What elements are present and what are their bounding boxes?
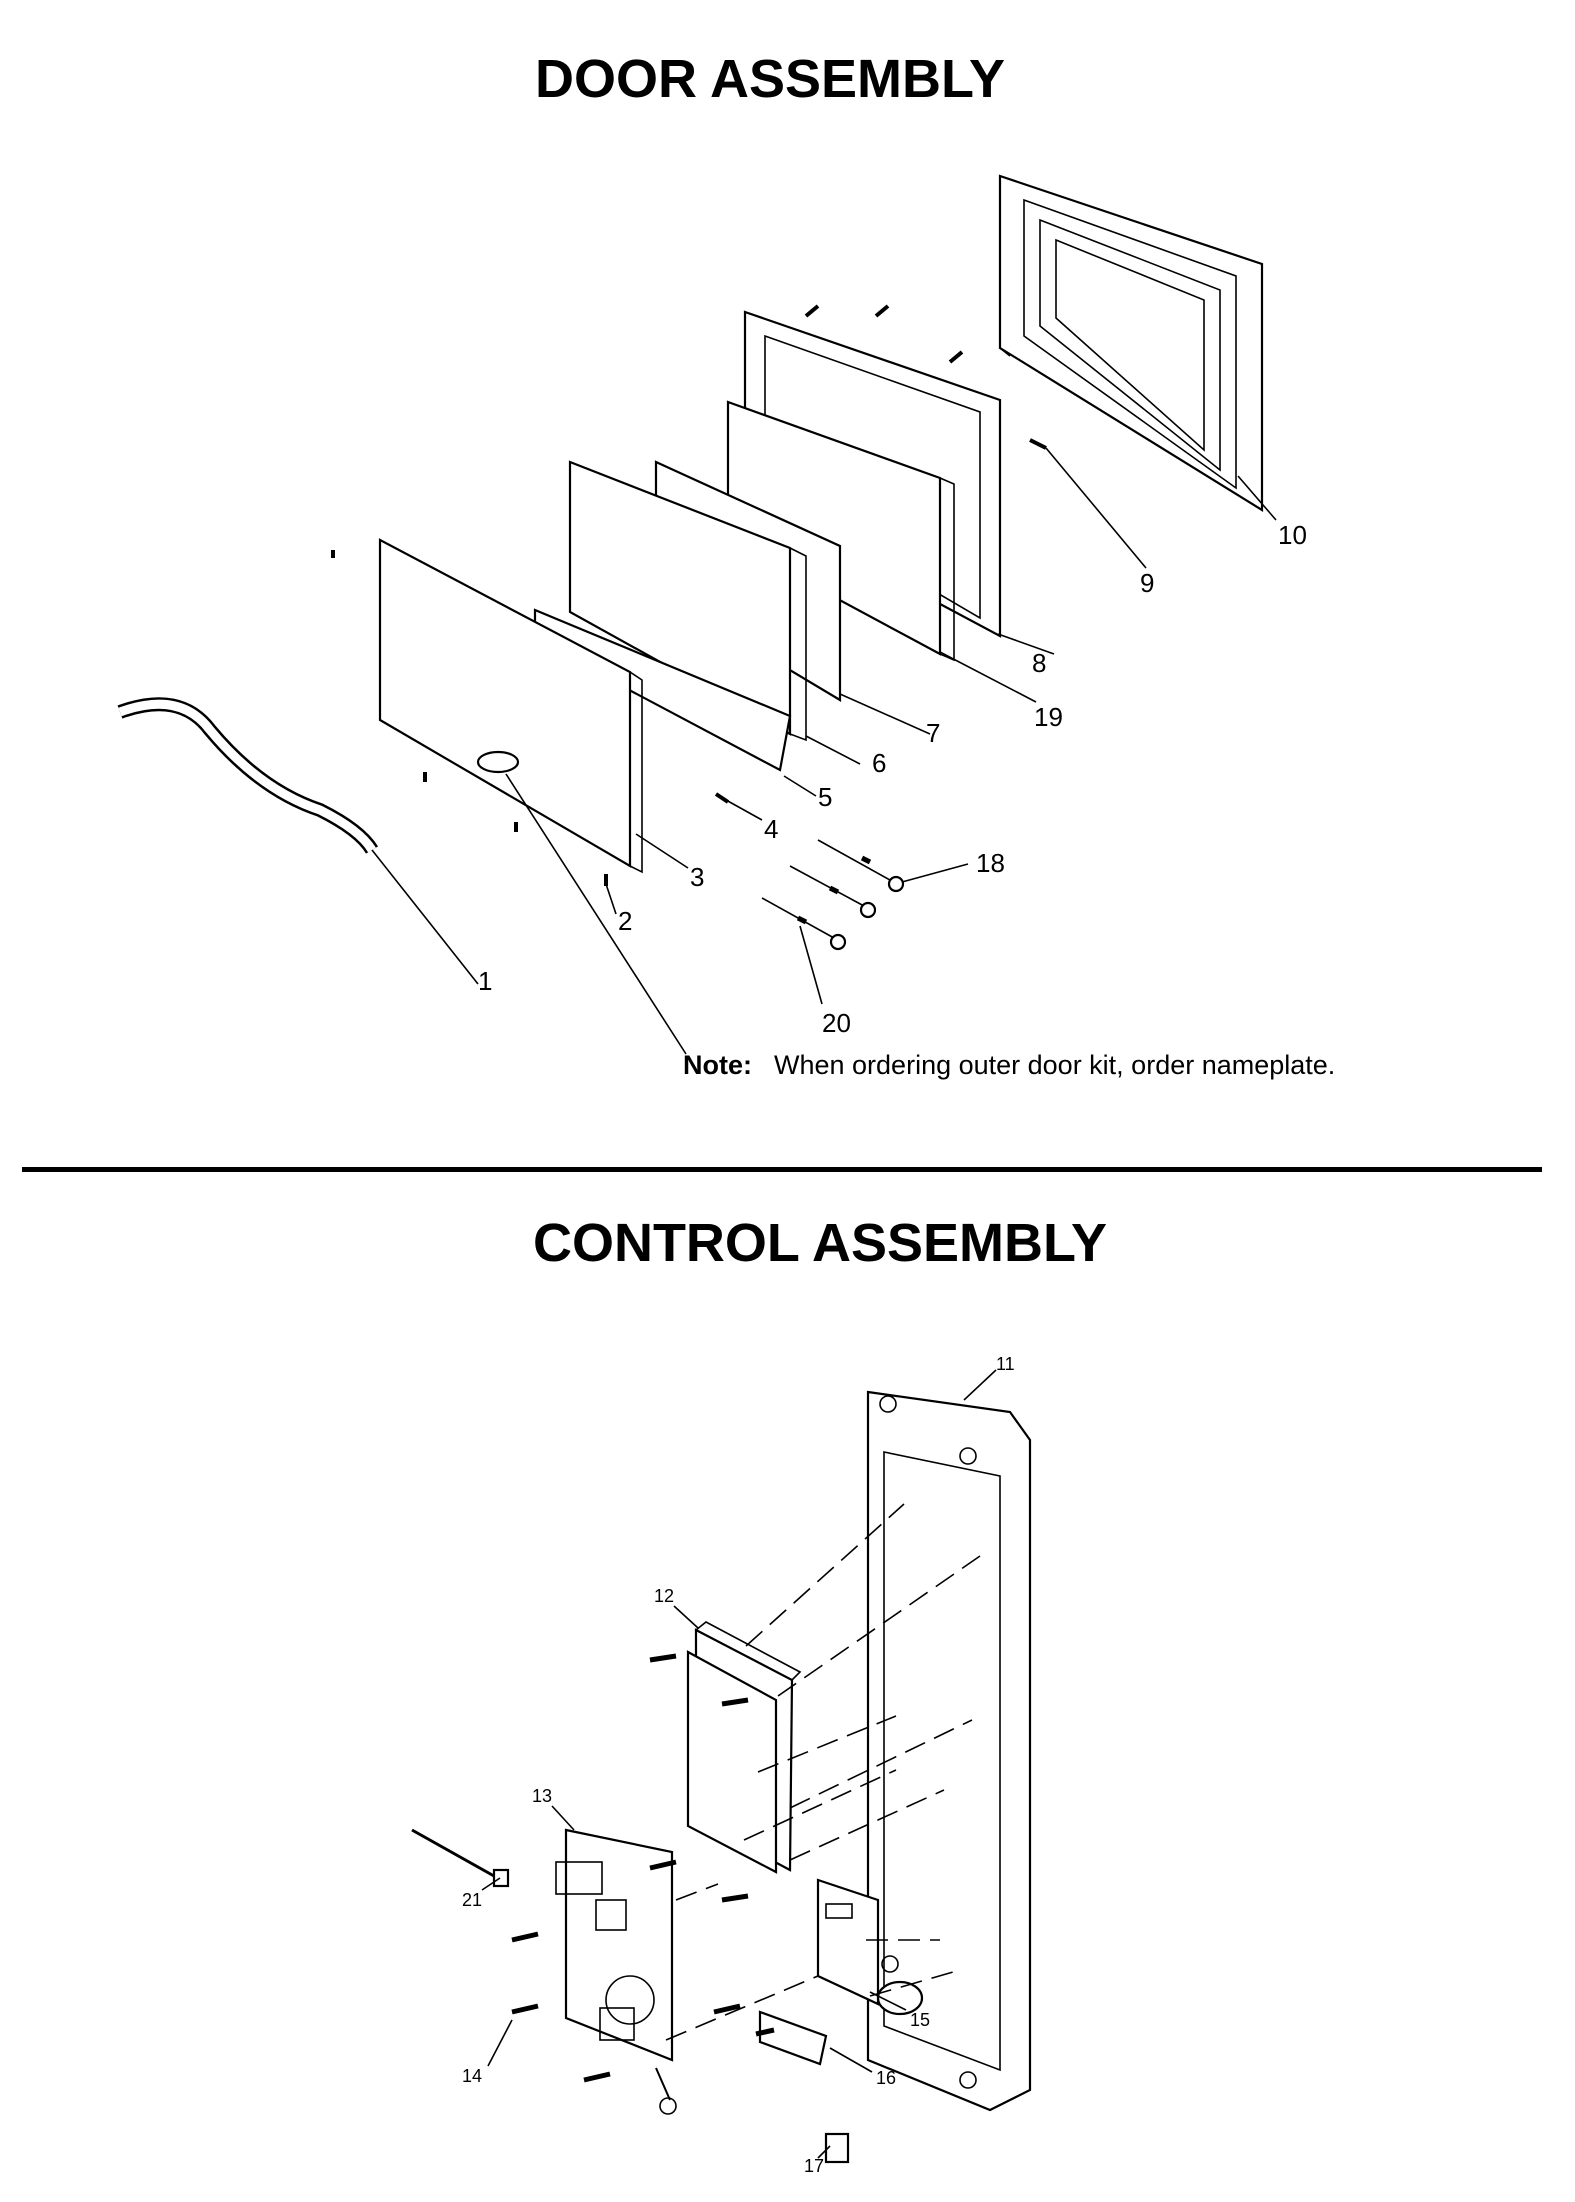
part-10-door-frame: [998, 174, 1264, 512]
callout-15: 15: [910, 2010, 930, 2030]
callout-2: 2: [618, 906, 632, 936]
control-screws: [511, 1653, 775, 2115]
callout-11: 11: [996, 1354, 1015, 1374]
control-callout-labels: 11 12 13 14 15 16 17 21: [462, 1354, 1015, 2176]
ordering-note: Note: When ordering outer door kit, order…: [683, 1050, 1335, 1081]
callout-5: 5: [818, 782, 832, 812]
callout-12: 12: [654, 1586, 674, 1606]
callout-18: 18: [976, 848, 1005, 878]
callout-1: 1: [478, 966, 492, 996]
part-6-choke-panel: [568, 460, 807, 742]
part-21-lead-wire: [411, 1828, 510, 1888]
callout-4: 4: [764, 814, 778, 844]
part-16-bracket: [758, 2010, 828, 2066]
callout-9: 9: [1140, 568, 1154, 598]
door-assembly-title: DOOR ASSEMBLY: [534, 49, 1006, 109]
control-assembly-title: CONTROL ASSEMBLY: [532, 1213, 1108, 1273]
control-projection-lines: [665, 1503, 981, 2041]
part-15-small-board: [816, 1878, 880, 2006]
callout-3: 3: [690, 862, 704, 892]
part-3-outer-door: [378, 538, 643, 874]
nameplate: [476, 750, 520, 774]
part-13-pcb: [555, 1828, 674, 2062]
callout-14: 14: [462, 2066, 482, 2086]
note-label: Note:: [683, 1050, 752, 1080]
note-text: When ordering outer door kit, order name…: [774, 1050, 1336, 1080]
callout-10: 10: [1278, 520, 1307, 550]
callout-17: 17: [804, 2156, 824, 2176]
callout-13: 13: [532, 1786, 552, 1806]
callout-8: 8: [1032, 648, 1046, 678]
part-1-handle: [117, 697, 379, 854]
callout-6: 6: [872, 748, 886, 778]
part-18-20-pins: [761, 839, 905, 951]
callout-21: 21: [462, 1890, 482, 1910]
control-leader-lines: [481, 1369, 997, 2159]
callout-16: 16: [876, 2068, 896, 2088]
section-divider: [22, 1167, 1542, 1172]
callout-19: 19: [1034, 702, 1063, 732]
door-leader-lines: [371, 447, 1277, 1055]
part-17-switch: [824, 2132, 850, 2164]
part-12-control-panel: [686, 1621, 802, 1874]
door-callout-labels: 1 2 3 4 5 6 7 8 9 10 18 19 20: [478, 520, 1307, 1038]
callout-7: 7: [926, 718, 940, 748]
callout-20: 20: [822, 1008, 851, 1038]
